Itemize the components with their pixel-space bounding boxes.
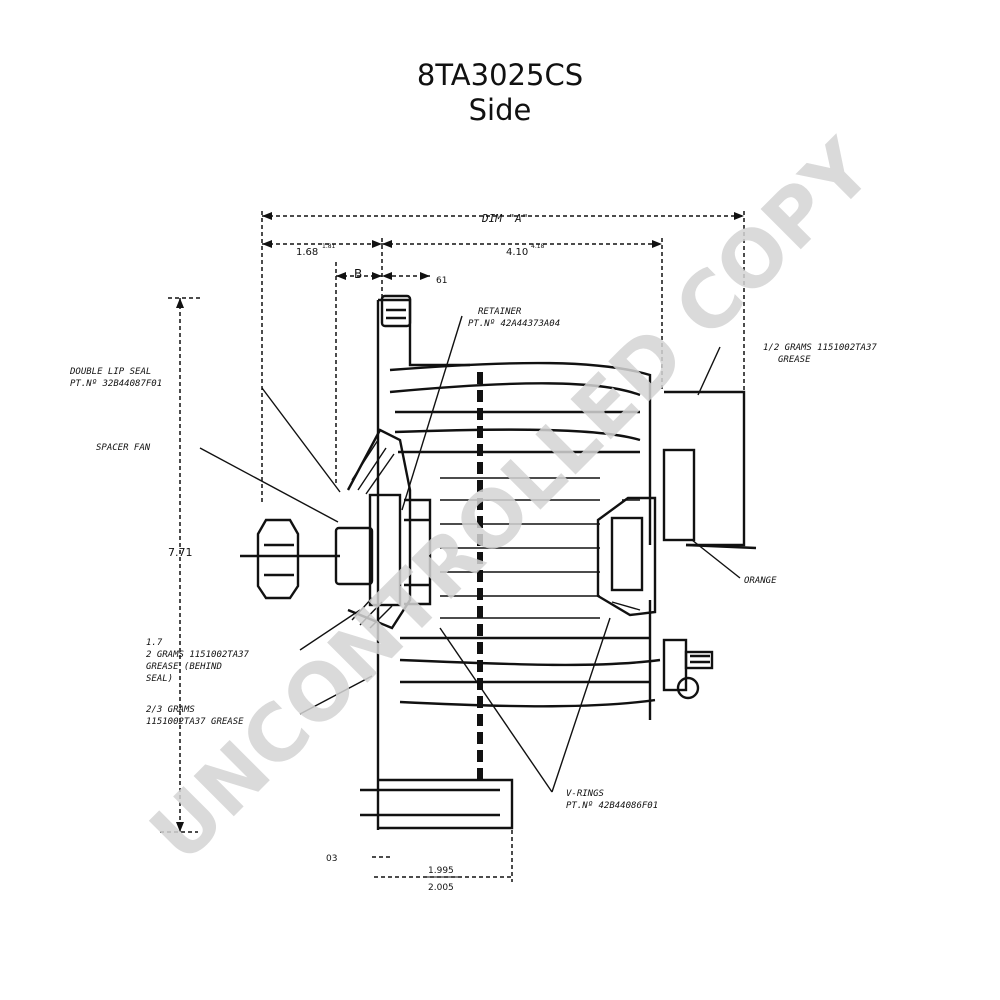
dim-bottom-denominator: 2.005 [428,883,454,893]
drawing-title: 8TA3025CS [416,58,584,92]
label-grease-top: 1/2 GRAMS 1151002TA37 [763,343,877,353]
label-grease-front-4: SEAL) [146,674,173,684]
alternator-body [240,294,757,830]
dim-right-top-sup: 4.18 [531,243,545,250]
drawing-subtitle: Side [468,93,532,128]
dim-height: 7.71 [168,546,193,559]
label-double-lip-part: PT.Nº 32B44087F01 [70,379,162,389]
watermark-uncontrolled-copy: UNCONTROLLED COPY [134,123,891,880]
label-retainer-part: PT.Nº 42A44373A04 [468,319,560,329]
label-orange: ORANGE [744,576,777,586]
stator-laminations [440,477,600,619]
dim-b-right: 61 [436,276,447,286]
leader-lines [199,315,741,793]
hatched-sections [351,439,641,629]
label-v-rings-part: PT.Nº 42B44086F01 [566,801,658,811]
title-block: 8TA3025CS Side [0,58,1000,129]
dim-b: B [354,267,362,281]
dimension-text: DIM "A" 1.68 1.81 4.10 4.18 B 61 7.71 03… [168,212,545,893]
label-spacer-fan: SPACER FAN [96,443,151,453]
label-grease-front-3: GREASE (BEHIND [146,662,222,672]
dim-left-top: 1.68 [296,247,318,258]
dim-a-label: DIM "A" [481,212,528,225]
dim-right-top: 4.10 [506,247,528,258]
label-grease-low: 2/3 GRAMS [146,705,195,715]
label-grease-top-2: GREASE [778,355,811,365]
dim-bottom-numerator: 1.995 [428,866,454,876]
label-grease-low-2: 1151002TA37 GREASE [146,717,244,727]
dim-bottom-left: 03 [326,854,337,864]
dimension-arrows [176,212,744,832]
label-retainer: RETAINER [478,307,522,317]
label-v-rings: V-RINGS [566,789,605,799]
label-grease-front: 1.7 [146,638,163,648]
callout-labels: RETAINER PT.Nº 42A44373A04 1/2 GRAMS 115… [69,307,877,811]
label-double-lip: DOUBLE LIP SEAL [69,367,151,377]
dim-left-top-sup: 1.81 [322,243,336,250]
label-grease-front-2: 2 GRAMS 1151002TA37 [146,650,250,660]
